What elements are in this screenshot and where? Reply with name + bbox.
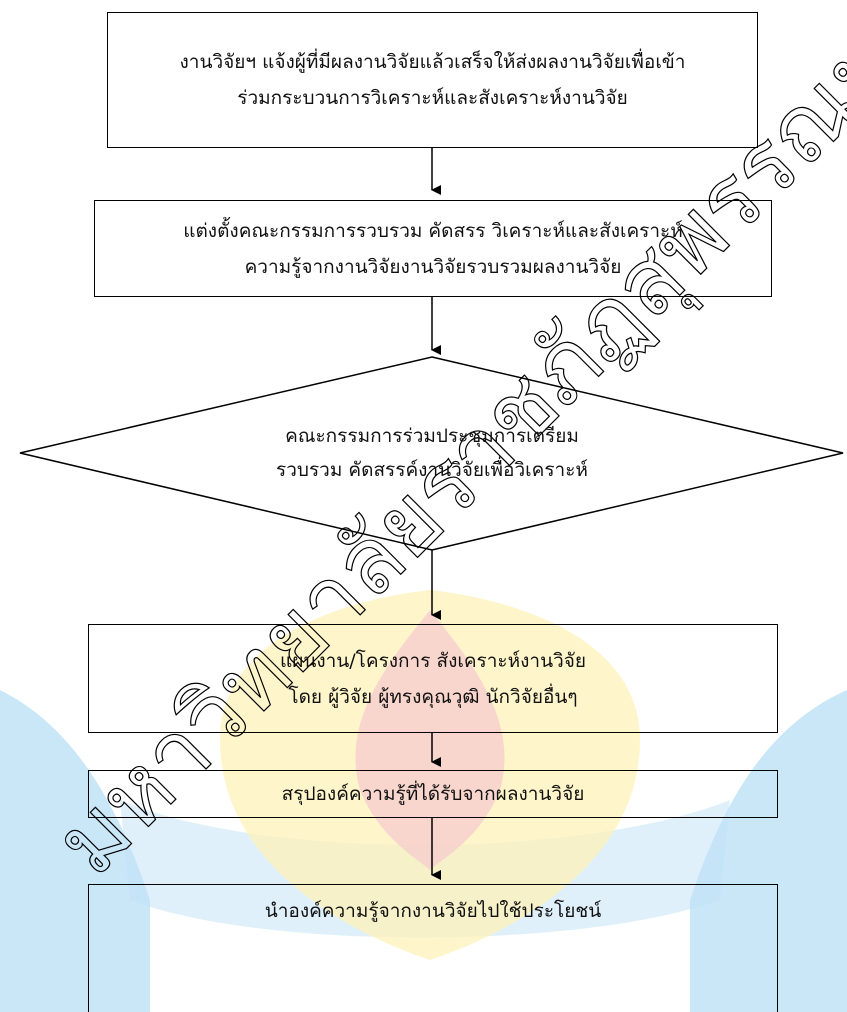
step2-line1: แต่งตั้งคณะกรรมการรวบรวม คัดสรร วิเคราะห… xyxy=(183,219,683,242)
step1-line1: งานวิจัยฯ แจ้งผู้ที่มีผลงานวิจัยแล้วเสร็… xyxy=(179,51,686,73)
process-box-step4: สรุปองค์ความรู้ที่ได้รับจากผลงานวิจัย xyxy=(88,770,778,818)
decision-diamond xyxy=(19,356,844,551)
process-box-step5: นำองค์ความรู้จากงานวิจัยไปใช้ประโยชน์ xyxy=(88,884,778,1012)
decision-line2: รวบรวม คัดสรรค์งานวิจัยเพื่อวิเคราะห์ xyxy=(276,459,588,481)
decision-label: คณะกรรมการร่วมประชุมการเตรียม รวบรวม คัด… xyxy=(180,408,684,498)
process-box-step1: งานวิจัยฯ แจ้งผู้ที่มีผลงานวิจัยแล้วเสร็… xyxy=(107,12,758,148)
step3-line1: แผนงาน/โครงการ สังเคราะห์งานวิจัย xyxy=(279,649,587,672)
watermark-blue-ribbon-right xyxy=(690,690,847,1012)
step1-line2: ร่วมกระบวนการวิเคราะห์และสังเคราะห์งานวิ… xyxy=(237,87,628,109)
decision-line1: คณะกรรมการร่วมประชุมการเตรียม xyxy=(285,425,579,447)
watermark-blue-ribbon-left xyxy=(0,690,150,1012)
step5-line1: นำองค์ความรู้จากงานวิจัยไปใช้ประโยชน์ xyxy=(264,900,602,922)
step2-line2: ความรู้จากงานวิจัยงานวิจัยรวบรวมผลงานวิจ… xyxy=(244,255,622,278)
process-box-step3: แผนงาน/โครงการ สังเคราะห์งานวิจัย โดย ผู… xyxy=(88,624,778,733)
watermark-red-flame xyxy=(355,610,505,870)
step3-line2: โดย ผู้วิจัย ผู้ทรงคุณวุฒิ นักวิจัยอื่นๆ xyxy=(288,685,578,708)
process-box-step2: แต่งตั้งคณะกรรมการรวบรวม คัดสรร วิเคราะห… xyxy=(94,200,772,297)
step4-line1: สรุปองค์ความรู้ที่ได้รับจากผลงานวิจัย xyxy=(281,783,585,805)
